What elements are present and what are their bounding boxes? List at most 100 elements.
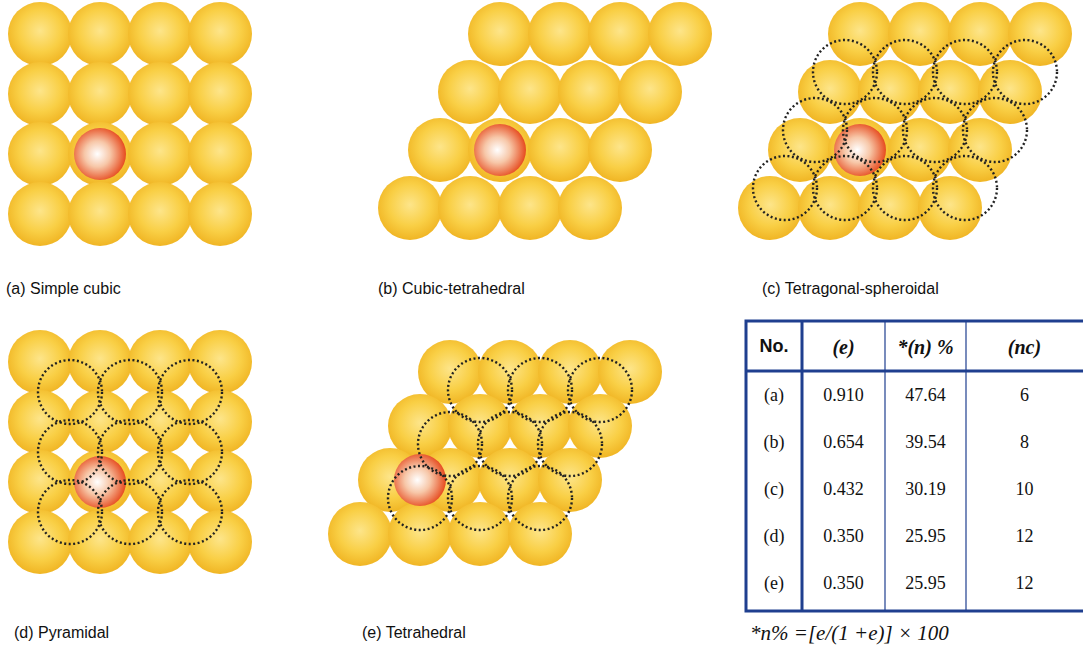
table-cell: 30.19 (885, 480, 966, 500)
table-cell: (e) (746, 574, 802, 594)
grain-sphere (418, 340, 482, 404)
table-cell: (b) (746, 433, 802, 453)
grain-sphere (8, 2, 72, 66)
upper-layer-sphere (98, 420, 162, 484)
table-cell: 10 (966, 480, 1083, 500)
table-header: *(n) % (885, 336, 966, 358)
grain-sphere (378, 176, 442, 240)
table-cell: 47.64 (885, 386, 966, 406)
grain-sphere (448, 502, 512, 566)
upper-layer-sphere (388, 466, 452, 530)
grain-sphere (468, 2, 532, 66)
formula-note: *n% =[e/(1 +e)] × 100 (750, 622, 949, 645)
grain-sphere (188, 2, 252, 66)
grain-sphere (598, 340, 662, 404)
grain-sphere (408, 118, 472, 182)
grain-sphere (508, 394, 572, 458)
grain-sphere (478, 448, 542, 512)
upper-layer-sphere (873, 156, 937, 220)
grain-sphere (498, 176, 562, 240)
table-cell: 25.95 (885, 574, 966, 594)
figure-caption: (d) Pyramidal (14, 624, 109, 642)
grain-sphere (528, 118, 592, 182)
grain-sphere (388, 502, 452, 566)
table-cell: 0.350 (802, 527, 885, 547)
upper-layer-sphere (158, 420, 222, 484)
grain-sphere (68, 62, 132, 126)
grain-sphere (498, 60, 562, 124)
grain-sphere (978, 60, 1042, 124)
upper-layer-sphere (158, 480, 222, 544)
table-cell: 25.95 (885, 527, 966, 547)
upper-layer-sphere (753, 156, 817, 220)
grain-sphere (768, 118, 832, 182)
table-cell: 12 (966, 574, 1083, 594)
table-cell: 12 (966, 527, 1083, 547)
grain-sphere (128, 182, 192, 246)
upper-layer-sphere (38, 420, 102, 484)
grain-sphere (558, 176, 622, 240)
grain-sphere (828, 2, 892, 66)
grain-sphere (528, 2, 592, 66)
figure-caption: (e) Tetrahedral (362, 624, 466, 642)
upper-layer-sphere (813, 40, 877, 104)
upper-layer-sphere (933, 40, 997, 104)
grain-sphere (128, 2, 192, 66)
table-cell: 6 (966, 386, 1083, 406)
grain-sphere (1008, 2, 1072, 66)
grain-sphere (8, 182, 72, 246)
upper-layer-sphere (38, 480, 102, 544)
figure-caption: (b) Cubic-tetrahedral (378, 280, 525, 298)
upper-layer-sphere (963, 98, 1027, 162)
grain-sphere (538, 448, 602, 512)
grain-sphere (798, 176, 862, 240)
grain-sphere (388, 394, 452, 458)
table-header: (nc) (966, 336, 1083, 358)
grain-sphere (478, 340, 542, 404)
void-sphere (834, 124, 886, 176)
grain-sphere (948, 118, 1012, 182)
table-header: No. (746, 337, 802, 357)
grain-sphere (828, 118, 892, 182)
grain-sphere (68, 2, 132, 66)
grain-sphere (568, 394, 632, 458)
table-header: (e) (802, 336, 885, 358)
grain-sphere (8, 122, 72, 186)
table-cell: 0.654 (802, 433, 885, 453)
grain-sphere (648, 2, 712, 66)
table-cell: 39.54 (885, 433, 966, 453)
grain-sphere (538, 340, 602, 404)
table-cell: 0.910 (802, 386, 885, 406)
grain-sphere (188, 122, 252, 186)
figure-caption: (c) Tetragonal-spheroidal (762, 280, 939, 298)
upper-layer-sphere (903, 98, 967, 162)
grain-sphere (798, 60, 862, 124)
grain-sphere (948, 2, 1012, 66)
void-sphere (74, 128, 126, 180)
upper-layer-sphere (98, 360, 162, 424)
figure-caption: (a) Simple cubic (6, 280, 121, 298)
upper-layer-sphere (448, 466, 512, 530)
grain-sphere (438, 60, 502, 124)
upper-layer-sphere (508, 466, 572, 530)
grain-sphere (888, 2, 952, 66)
grain-sphere (508, 502, 572, 566)
grain-sphere (858, 176, 922, 240)
grain-sphere (468, 118, 532, 182)
upper-layer-sphere (873, 40, 937, 104)
grain-sphere (448, 394, 512, 458)
grain-sphere (188, 62, 252, 126)
grain-sphere (558, 60, 622, 124)
table-cell: (d) (746, 527, 802, 547)
upper-layer-sphere (158, 360, 222, 424)
upper-layer-sphere (783, 98, 847, 162)
grain-sphere (68, 182, 132, 246)
table-grid (746, 321, 1083, 611)
grain-sphere (438, 176, 502, 240)
upper-layer-sphere (38, 360, 102, 424)
grain-sphere (328, 502, 392, 566)
grain-sphere (918, 60, 982, 124)
grain-sphere (128, 122, 192, 186)
upper-layer-sphere (993, 40, 1057, 104)
